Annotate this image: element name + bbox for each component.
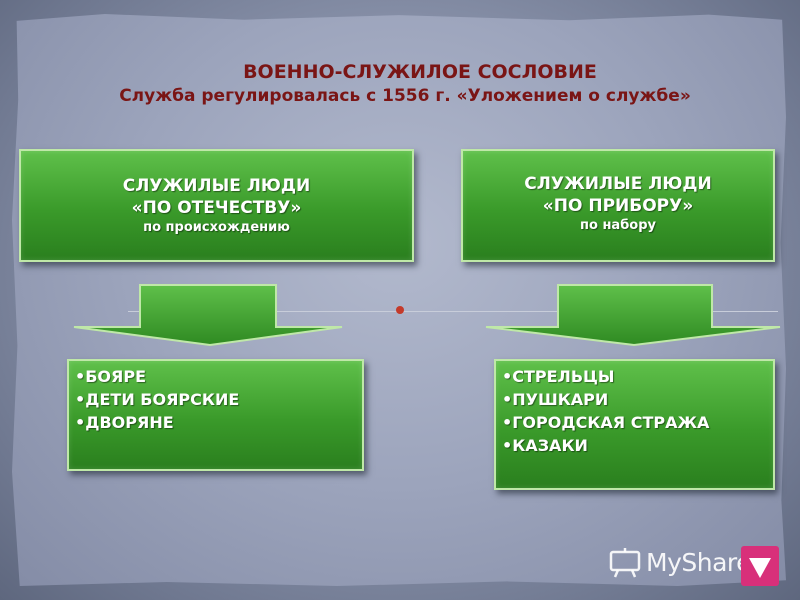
list-item: •БОЯРЕ: [75, 367, 146, 386]
horizontal-divider: [128, 311, 778, 312]
page-subtitle: Служба регулировалась с 1556 г. «Уложени…: [119, 86, 691, 106]
center-dot-ornament: [396, 306, 404, 314]
down-triangle-icon: [749, 558, 771, 578]
left-heading-line1: СЛУЖИЛЫЕ ЛЮДИ: [122, 175, 311, 196]
left-heading-box: СЛУЖИЛЫЕ ЛЮДИ «ПО ОТЕЧЕСТВУ» по происхож…: [19, 149, 414, 262]
right-heading-line3: по набору: [580, 218, 656, 233]
left-list: •БОЯРЕ •ДЕТИ БОЯРСКИЕ •ДВОРЯНЕ: [75, 365, 362, 434]
left-heading-line2: «ПО ОТЕЧЕСТВУ»: [131, 197, 302, 218]
right-heading-line1: СЛУЖИЛЫЕ ЛЮДИ: [524, 174, 712, 194]
right-heading-box: СЛУЖИЛЫЕ ЛЮДИ «ПО ПРИБОРУ» по набору: [461, 149, 775, 262]
list-item: •ДЕТИ БОЯРСКИЕ: [75, 390, 240, 409]
down-arrow-right: [485, 284, 781, 347]
page-title: ВОЕННО-СЛУЖИЛОЕ СОСЛОВИЕ: [243, 61, 597, 83]
watermark-badge: [741, 546, 779, 586]
right-heading-line2: «ПО ПРИБОРУ»: [542, 196, 694, 216]
projector-icon: [609, 548, 641, 578]
right-list: •СТРЕЛЬЦЫ •ПУШКАРИ •ГОРОДСКАЯ СТРАЖА •КА…: [502, 365, 773, 457]
left-heading-line3: по происхождению: [143, 219, 290, 235]
down-arrow-left: [73, 284, 343, 347]
list-item: •СТРЕЛЬЦЫ: [502, 367, 615, 386]
right-list-box: •СТРЕЛЬЦЫ •ПУШКАРИ •ГОРОДСКАЯ СТРАЖА •КА…: [494, 359, 775, 490]
list-item: •ГОРОДСКАЯ СТРАЖА: [502, 413, 710, 432]
list-item: •ПУШКАРИ: [502, 390, 609, 409]
list-item: •КАЗАКИ: [502, 436, 588, 455]
list-item: •ДВОРЯНЕ: [75, 413, 174, 432]
left-list-box: •БОЯРЕ •ДЕТИ БОЯРСКИЕ •ДВОРЯНЕ: [67, 359, 364, 471]
